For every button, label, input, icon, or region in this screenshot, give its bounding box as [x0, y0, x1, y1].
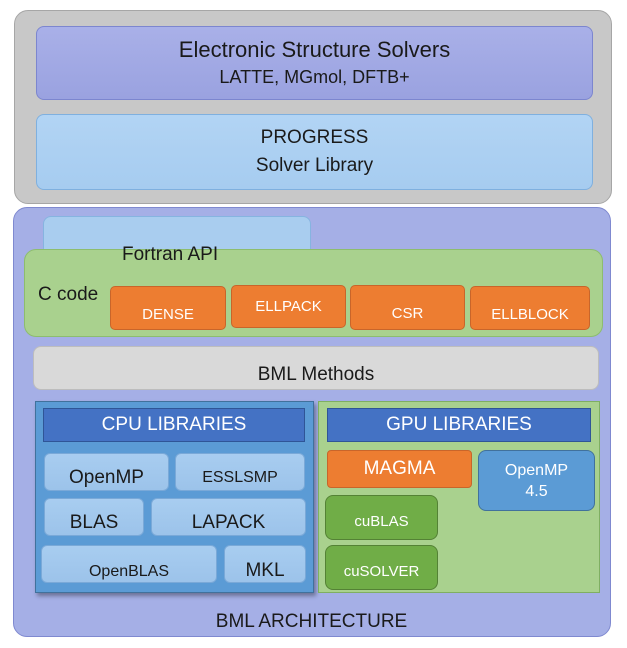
c-code-label: C code — [38, 284, 99, 305]
cpu-mkl: MKL — [224, 545, 306, 583]
bml-methods-box: BML Methods — [33, 346, 599, 390]
gpu-openmp-line1: OpenMP — [504, 461, 569, 479]
cpu-lapack: LAPACK — [151, 498, 306, 536]
progress-title: PROGRESS — [260, 127, 369, 148]
solvers-list: LATTE, MGmol, DFTB+ — [219, 67, 410, 87]
format-ellblock: ELLBLOCK — [470, 286, 590, 330]
fortran-api-label: Fortran API — [122, 244, 219, 265]
bml-methods-label: BML Methods — [257, 364, 375, 385]
cpu-openblas: OpenBLAS — [41, 545, 217, 583]
bml-architecture-label: BML ARCHITECTURE — [215, 611, 408, 632]
progress-subtitle: Solver Library — [255, 155, 374, 176]
format-ellpack: ELLPACK — [231, 285, 346, 328]
solvers-title: Electronic Structure Solvers — [178, 37, 451, 62]
cpu-openmp: OpenMP — [44, 453, 169, 491]
gpu-magma: MAGMA — [327, 450, 472, 488]
progress-solver-library-box: PROGRESS Solver Library — [36, 114, 593, 190]
format-csr: CSR — [350, 285, 465, 330]
cpu-blas: BLAS — [44, 498, 144, 536]
electronic-structure-solvers-box: Electronic Structure Solvers LATTE, MGmo… — [36, 26, 593, 100]
gpu-cusolver: cuSOLVER — [325, 545, 438, 590]
gpu-openmp: OpenMP 4.5 — [478, 450, 595, 511]
gpu-libraries-header: GPU LIBRARIES — [327, 408, 591, 442]
gpu-cublas: cuBLAS — [325, 495, 438, 540]
gpu-openmp-line2: 4.5 — [525, 482, 548, 500]
format-dense: DENSE — [110, 286, 226, 330]
cpu-libraries-header: CPU LIBRARIES — [43, 408, 305, 442]
cpu-esslsmp: ESSLSMP — [175, 453, 305, 491]
